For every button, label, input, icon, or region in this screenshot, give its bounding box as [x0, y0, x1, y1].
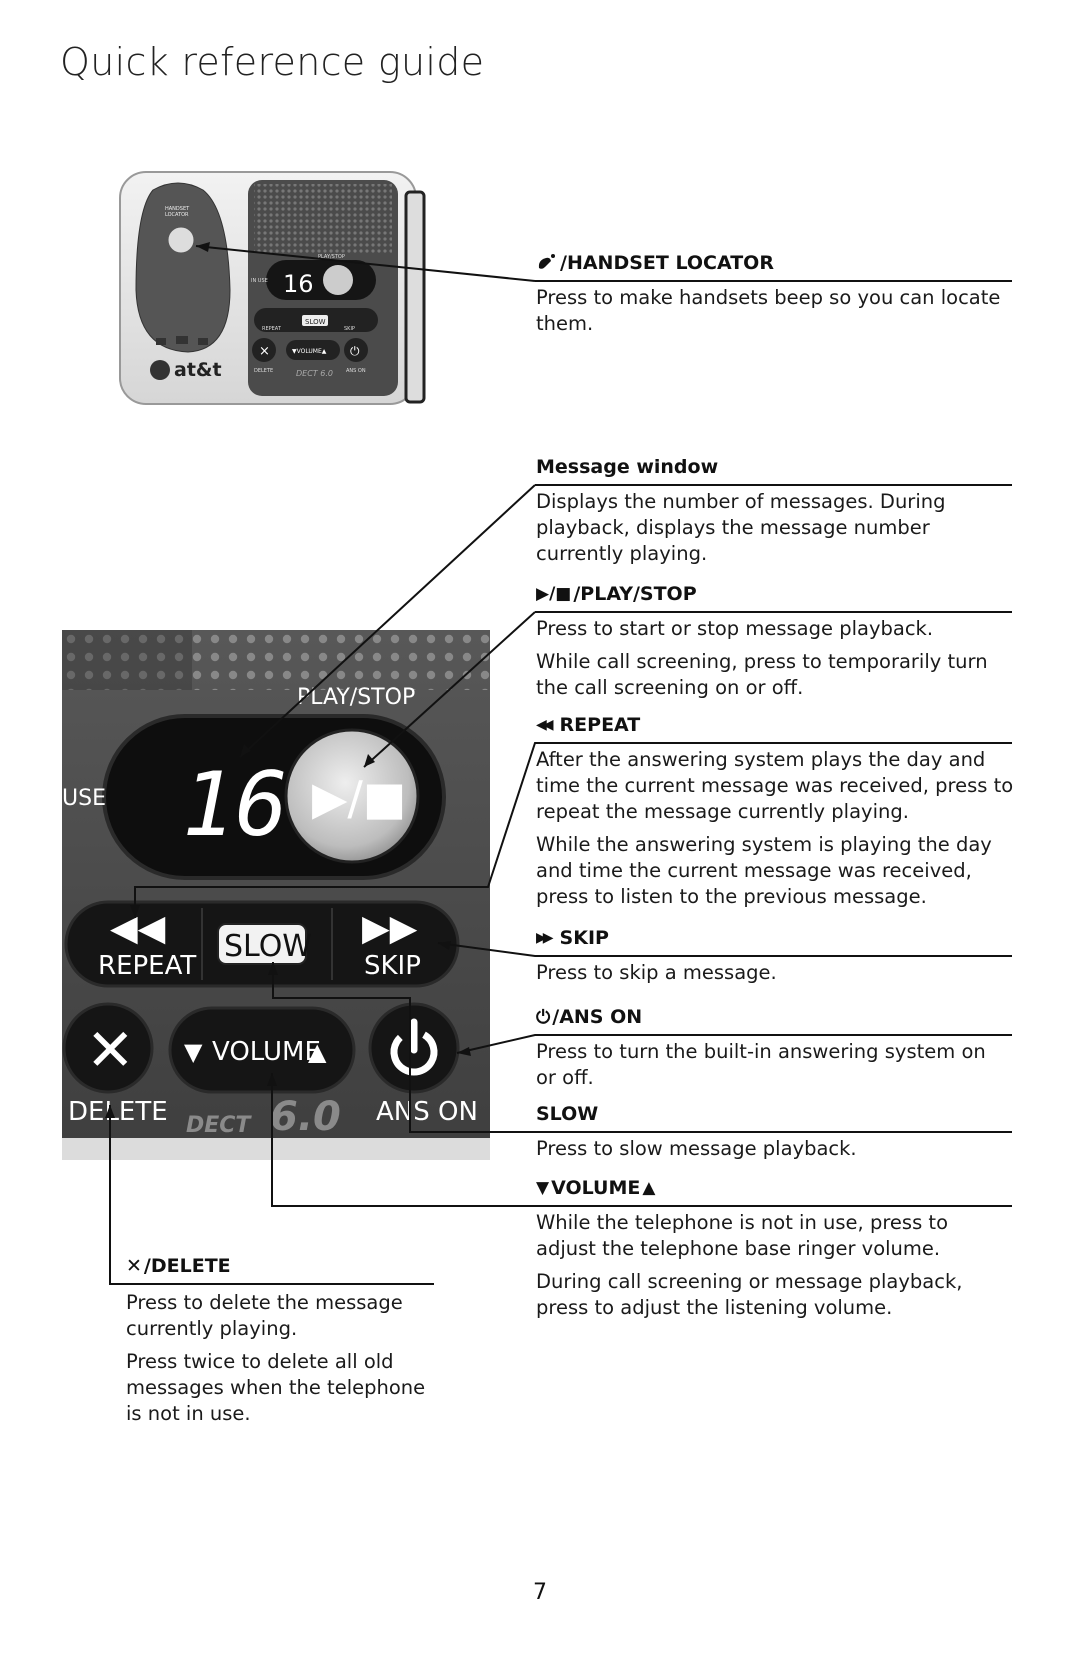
slow-heading: SLOW — [536, 1103, 599, 1125]
volume-down-icon: ▼ — [536, 1178, 550, 1198]
closeup-volume-label: VOLUME — [212, 1037, 321, 1067]
closeup-delete-label: DELETE — [68, 1097, 168, 1127]
svg-text:DECT 6.0: DECT 6.0 — [296, 369, 333, 378]
closeup-rewind-icon: ◀◀ — [110, 908, 166, 949]
page-number: 7 — [533, 1580, 547, 1605]
svg-text:IN USE: IN USE — [251, 278, 268, 284]
closeup-dect-number: 6.0 — [270, 1094, 341, 1140]
closeup-x-icon: ✕ — [86, 1016, 135, 1084]
handset-locator-icon — [538, 254, 555, 269]
message-window-body: Displays the number of messages. During … — [536, 490, 946, 565]
closeup-play-stop-button[interactable] — [284, 728, 420, 864]
svg-text:▶/■: ▶/■ — [312, 771, 406, 825]
power-icon: ⏻ — [536, 1006, 551, 1028]
closeup-repeat-label: REPEAT — [98, 951, 196, 981]
delete-heading: ✕ /DELETE — [126, 1255, 231, 1277]
svg-text:×: × — [259, 344, 270, 359]
volume-up-icon: ▲ — [642, 1178, 656, 1198]
svg-text:▼VOLUME▲: ▼VOLUME▲ — [292, 348, 327, 355]
closeup-slow-button[interactable] — [217, 923, 307, 965]
closeup-volume-button[interactable] — [168, 1006, 356, 1094]
x-icon: ✕ — [126, 1255, 142, 1277]
handset-locator-body: Press to make handsets beep so you can l… — [536, 286, 1001, 335]
closeup-delete-button[interactable] — [62, 1002, 154, 1094]
closeup-slow-label: SLOW — [224, 929, 312, 964]
play-stop-body: Press to start or stop message playback.… — [536, 617, 988, 699]
closeup-skip-label: SKIP — [364, 951, 421, 981]
page-title: Quick reference guide — [60, 40, 485, 84]
rewind-icon: ◀◀ — [536, 717, 553, 733]
brand-text: at&t — [174, 359, 222, 381]
handset-locator-heading: /HANDSET LOCATOR — [536, 252, 774, 274]
svg-text:REPEAT: REPEAT — [262, 326, 282, 332]
ans-on-heading: ⏻ /ANS ON — [536, 1006, 643, 1028]
svg-text:▼: ▼ — [184, 1038, 203, 1066]
volume-body: While the telephone is not in use, press… — [536, 1211, 963, 1319]
repeat-heading: ◀◀ REPEAT — [536, 714, 641, 736]
slow-body: Press to slow message playback. — [536, 1137, 857, 1160]
play-stop-heading: ▶/■ /PLAY/STOP — [536, 583, 697, 605]
play-stop-icon: ▶/■ — [536, 584, 572, 604]
svg-text:⏻: ⏻ — [350, 344, 360, 358]
closeup-play-stop-label: PLAY/STOP — [297, 685, 415, 710]
closeup-fast-forward-icon: ▶▶ — [362, 908, 418, 949]
volume-heading: ▼ VOLUME ▲ — [536, 1177, 656, 1199]
svg-text:PLAY/STOP: PLAY/STOP — [318, 254, 345, 260]
svg-text:▲: ▲ — [308, 1038, 327, 1066]
closeup-dect-word: DECT — [186, 1113, 252, 1138]
svg-text:HANDSET: HANDSET — [165, 206, 190, 212]
closeup-in-use-label: USE — [62, 786, 106, 811]
closeup-ans-on-label: ANS ON — [376, 1097, 478, 1127]
svg-text:DELETE: DELETE — [254, 368, 273, 374]
svg-text:LOCATOR: LOCATOR — [165, 212, 189, 218]
device-overview-svg: HANDSET LOCATOR at&t PLAY/STOP 16 IN USE… — [119, 171, 426, 405]
message-window-heading: Message window — [536, 456, 719, 478]
svg-text:16: 16 — [283, 270, 314, 298]
svg-text:SKIP: SKIP — [344, 326, 355, 332]
delete-body: Press to delete the message currently pl… — [126, 1291, 426, 1425]
device-overview-image: HANDSET LOCATOR at&t PLAY/STOP 16 IN USE… — [118, 170, 438, 410]
repeat-body: After the answering system plays the day… — [536, 748, 1014, 908]
fast-forward-icon: ▶▶ — [536, 930, 553, 946]
svg-text:ANS ON: ANS ON — [346, 368, 366, 374]
skip-heading: ▶▶ SKIP — [536, 927, 609, 949]
skip-body: Press to skip a message. — [536, 961, 777, 984]
closeup-message-window-digits: 16 — [182, 753, 288, 856]
ans-on-body: Press to turn the built-in answering sys… — [536, 1040, 986, 1089]
svg-text:SLOW: SLOW — [305, 318, 326, 326]
